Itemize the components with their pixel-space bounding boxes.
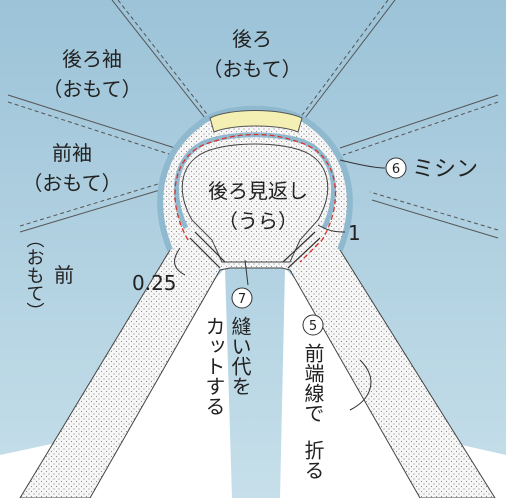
step7-number: 7 [238, 292, 246, 307]
neck-tape [209, 110, 303, 133]
step5-text-col2: 折る [301, 440, 325, 480]
label-front-sleeve: 前袖 [52, 141, 92, 165]
measure-0-25: 0.25 [132, 271, 177, 295]
step6-badge [385, 157, 407, 179]
panel-seam-lines [7, 0, 499, 239]
label-back-sleeve-right-side: （おもて） [42, 77, 141, 101]
back-facing-piece [181, 143, 329, 263]
label-front: 前 [54, 263, 74, 287]
cut-opening [189, 231, 321, 269]
step5-number: 5 [309, 319, 317, 334]
label-back-right-side: （おもて） [202, 57, 301, 81]
facing-edge-band [157, 105, 353, 252]
step5-text-col1: 前端線で [301, 343, 325, 423]
leader-lines [174, 159, 386, 411]
label-front-right-side-vertical: （おもて） [24, 230, 45, 320]
step7-text-col2: カットする [202, 316, 226, 416]
step7-badge [231, 287, 253, 309]
label-back-facing-wrong-side: （うら） [218, 209, 298, 233]
measure-1: 1 [348, 221, 361, 245]
stitch-line [174, 133, 336, 263]
step6-text: ミシン [412, 157, 478, 182]
label-back-sleeve: 後ろ袖 [62, 47, 122, 71]
label-front-sleeve-right-side: （おもて） [22, 171, 121, 195]
step7-text-col1: 縫い代を [228, 316, 252, 396]
step5-badge [302, 314, 324, 336]
label-back-facing: 後ろ見返し [208, 179, 308, 203]
front-lower-area [0, 268, 506, 498]
label-back: 後ろ [232, 27, 272, 51]
step6-number: 6 [392, 162, 400, 177]
